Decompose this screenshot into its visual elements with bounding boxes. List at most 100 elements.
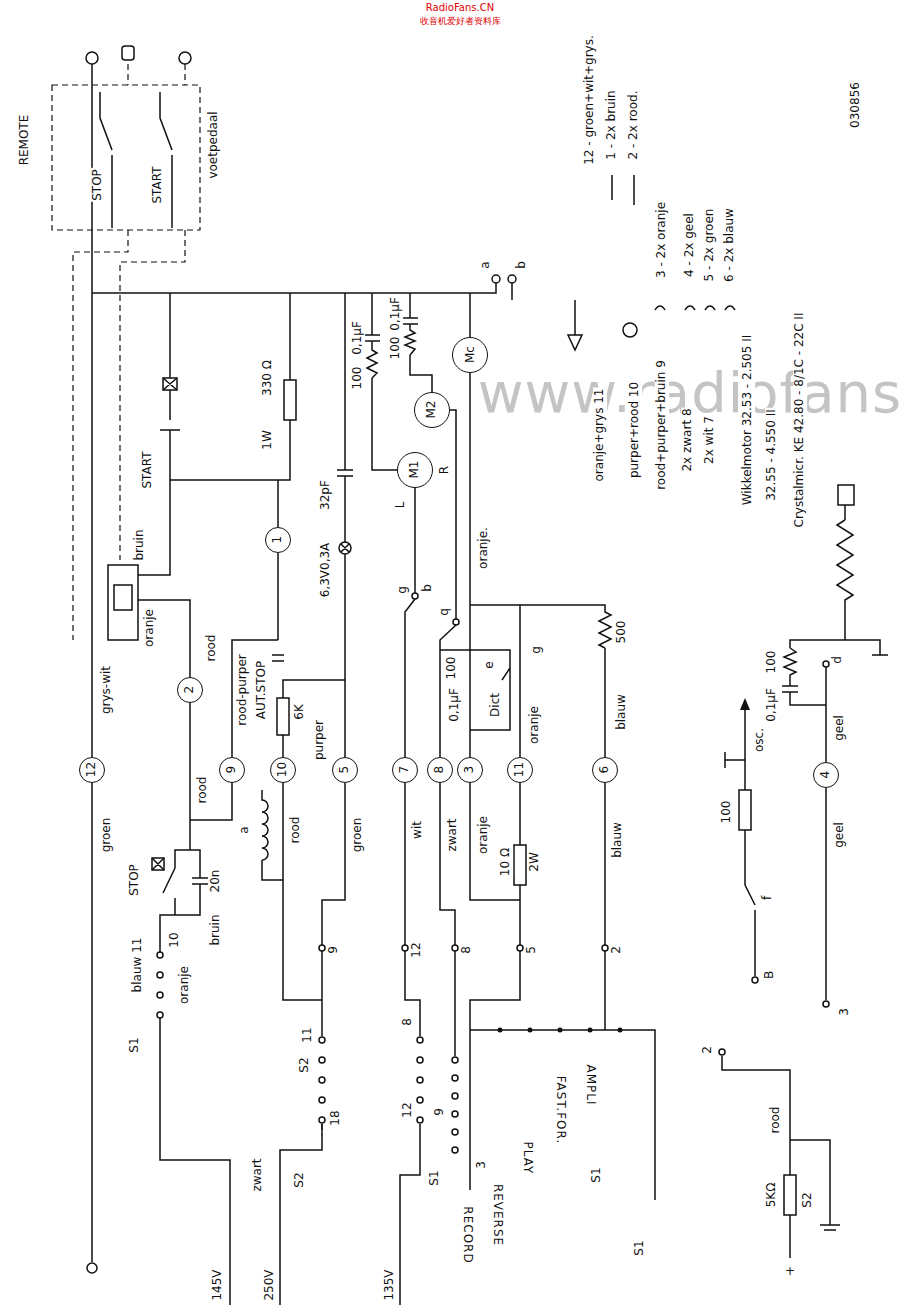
schematic-label: S1: [428, 1169, 442, 1186]
terminal: [179, 52, 191, 64]
switch-contact: [417, 1077, 423, 1083]
schematic-label: groen: [351, 817, 365, 854]
schematic-label: g: [396, 585, 410, 595]
schematic-label: grys-wit: [100, 665, 114, 715]
callout-number: 6: [598, 766, 611, 774]
push-button: [152, 858, 164, 870]
callout-number: 3: [463, 766, 476, 774]
switch-contact: [157, 952, 163, 958]
remote-footpedal-housing: [52, 85, 200, 230]
switch-contact: [319, 1077, 325, 1083]
switch-dot: [588, 1028, 593, 1033]
callout-number: 7: [398, 766, 411, 774]
terminal: [122, 46, 134, 60]
motor-label: M2: [425, 401, 438, 419]
schematic-label: oranje: [143, 608, 157, 648]
schematic-label: S2: [298, 1056, 312, 1073]
schematic-label: a: [238, 825, 252, 834]
schematic-label: 500: [615, 620, 629, 645]
schematic-label: rood+purper+bruin 9: [655, 359, 669, 491]
terminal-circle: 1: [265, 527, 291, 553]
schematic-label: 12 - groen+wit+grys.: [583, 34, 597, 166]
connector-symbol: [568, 335, 582, 350]
schematic-label: START: [141, 450, 155, 489]
motor-label: M1: [408, 461, 421, 479]
schematic-label: 2x wit 7: [703, 415, 717, 465]
schematic-label: 1 - 2x bruin: [605, 89, 619, 160]
contact: [823, 1001, 829, 1007]
switch-contact: [319, 1057, 325, 1063]
schematic-label: e: [483, 660, 497, 669]
schematic-label: S2: [293, 1171, 307, 1188]
site-header: 收音机爱好者资料库: [419, 16, 502, 26]
switch-dot: [528, 1028, 533, 1033]
schematic-label: oranje: [178, 965, 192, 1005]
contact: [719, 1049, 725, 1055]
schematic-label: d: [831, 655, 845, 665]
switch-contact: [452, 1147, 458, 1153]
schematic-label: 100: [389, 336, 403, 361]
schematic-label: 5 - 2x groen: [703, 208, 717, 283]
schematic-label: oranje.: [477, 526, 491, 570]
schematic-label: 5KΩ: [765, 1182, 779, 1209]
switch-position-label: FAST.FOR.: [553, 1075, 567, 1145]
schematic-label: 32.55 - 4.550 II: [765, 408, 779, 502]
contact: [319, 945, 325, 951]
resistor-symbol: [784, 1175, 796, 1215]
contact: [752, 977, 758, 983]
resistor-symbol: [514, 845, 526, 885]
schematic-label: 4 - 2x geel: [683, 212, 697, 278]
switch-contact: [452, 1075, 458, 1081]
schematic-label: S1: [590, 1166, 604, 1183]
schematic-label: 3: [838, 1007, 852, 1017]
schematic-label: blauw: [611, 821, 625, 859]
schematic-label: 2 - 2x rood.: [627, 90, 641, 161]
schematic-label: f: [761, 895, 775, 901]
switch-contact: [452, 1129, 458, 1135]
terminal-circle: 8: [427, 757, 453, 783]
terminal: [87, 1263, 97, 1273]
arrow-head: [740, 698, 750, 710]
schematic-label: 32pF: [319, 479, 333, 511]
schematic-label: 330 Ω: [261, 359, 275, 397]
schematic-label: q: [438, 607, 452, 617]
schematic-label: 100: [445, 656, 459, 681]
schematic-label: 8: [401, 1017, 415, 1027]
switch-contact: [417, 1097, 423, 1103]
schematic-label: 6K: [293, 703, 307, 721]
callout-number: 4: [819, 771, 832, 779]
schematic-label: B: [763, 970, 777, 980]
switch-contact: [319, 1117, 325, 1123]
switch-contact: [452, 1093, 458, 1099]
schematic-label: 9: [327, 945, 341, 955]
motor-symbol: Mc: [452, 337, 488, 373]
schematic-label: 145V: [211, 1268, 225, 1301]
schematic-label: 12: [410, 941, 424, 958]
motor-symbol: M2: [414, 392, 450, 428]
contact: [412, 593, 418, 599]
callout-number: 1: [271, 536, 284, 544]
callout-number: 11: [513, 762, 526, 777]
schematic-label: 100: [765, 650, 779, 675]
schematic-label: zwart: [446, 817, 460, 852]
schematic-label: blauw 11: [131, 937, 145, 994]
switch-contact: [452, 1111, 458, 1117]
schematic-label: b: [515, 260, 529, 270]
schematic-label: 2: [701, 1045, 715, 1055]
switch-contact: [417, 1117, 423, 1123]
schematic-label: 0,1µF: [448, 687, 462, 723]
switch-dot: [618, 1028, 623, 1033]
resistor-symbol: [277, 698, 289, 735]
schematic-label: 1W: [261, 429, 275, 451]
schematic-label: 250V: [263, 1268, 277, 1301]
motor-label: Mc: [463, 347, 476, 364]
schematic-label: 030856: [849, 81, 863, 129]
relay-symbol: [108, 565, 138, 640]
head-symbol: [838, 485, 854, 505]
schematic-label: R: [438, 465, 452, 475]
contact: [517, 945, 523, 951]
schematic-label: AUT.STOP: [255, 660, 269, 720]
schematic-label: voetpedaal: [207, 110, 221, 179]
schematic-label: groen: [100, 817, 114, 854]
